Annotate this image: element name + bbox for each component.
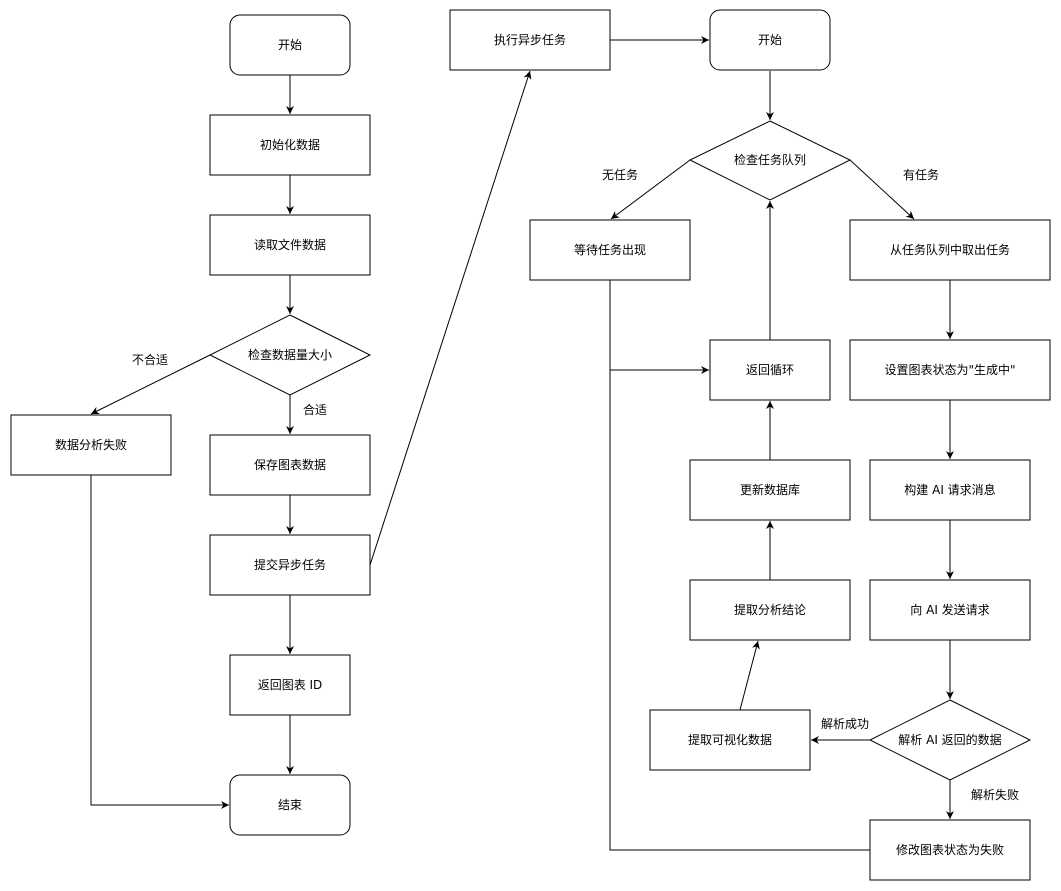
label-parse-fail: 解析失败 [971,787,1019,802]
node-take-task[interactable]: 从任务队列中取出任务 [849,219,1051,281]
node-build-msg[interactable]: 构建 AI 请求消息 [869,459,1031,521]
edge-labels: 不合适 合适 无任务 有任务 解析成功 解析失败 [132,167,1019,802]
node-return-id-label: 返回图表 ID [258,678,323,692]
edge-visual-conclusion [739,640,760,711]
node-check-queue[interactable]: 检查任务队列 [688,120,852,201]
node-submit-async[interactable]: 提交异步任务 [209,534,371,596]
edges [90,36,954,851]
label-fit: 合适 [303,402,327,417]
node-check-size-label: 检查数据量大小 [248,347,332,362]
node-build-msg-label: 构建 AI 请求消息 [904,482,995,497]
node-extract-conclusion-label: 提取分析结论 [734,602,806,617]
node-parse-ai-label: 解析 AI 返回的数据 [898,732,1001,747]
node-save-chart-label: 保存图表数据 [254,457,326,472]
node-check-queue-label: 检查任务队列 [734,152,806,167]
edge-check-fail [90,354,211,415]
node-exec-async-label: 执行异步任务 [494,32,566,47]
node-analysis-fail-label: 数据分析失败 [55,437,127,452]
node-return-loop[interactable]: 返回循环 [709,339,831,401]
node-return-id[interactable]: 返回图表 ID [229,654,351,716]
node-read-file[interactable]: 读取文件数据 [209,214,371,276]
node-set-fail[interactable]: 修改图表状态为失败 [869,819,1031,881]
node-init-data-label: 初始化数据 [260,137,320,152]
node-end-label: 结束 [278,798,302,812]
label-parse-ok: 解析成功 [821,717,869,731]
node-init-data[interactable]: 初始化数据 [209,114,371,176]
node-end[interactable]: 结束 [229,774,351,836]
edge-fail-end [90,475,229,809]
node-start-left-label: 开始 [278,38,302,52]
edge-failstatus-wait [609,280,870,851]
node-set-status-label: 设置图表状态为"生成中" [884,362,1015,377]
node-extract-conclusion[interactable]: 提取分析结论 [689,579,851,641]
node-submit-async-label: 提交异步任务 [254,557,326,572]
node-take-task-label: 从任务队列中取出任务 [890,242,1010,257]
nodes: 开始 初始化数据 读取文件数据 检查数据量大小 数据分析失败 保存图表数据 提交… [10,9,1051,881]
node-check-size[interactable]: 检查数据量大小 [208,314,372,396]
node-start-right-label: 开始 [758,33,782,47]
label-no-task: 无任务 [602,167,638,182]
edge-check-take [849,159,915,220]
node-read-file-label: 读取文件数据 [254,237,326,252]
node-exec-async[interactable]: 执行异步任务 [449,9,611,71]
node-set-status[interactable]: 设置图表状态为"生成中" [849,339,1051,401]
node-set-fail-label: 修改图表状态为失败 [896,842,1004,857]
node-analysis-fail[interactable]: 数据分析失败 [10,414,172,476]
node-return-loop-label: 返回循环 [746,363,794,377]
node-send-ai-label: 向 AI 发送请求 [910,602,989,617]
node-wait-task-label: 等待任务出现 [574,242,646,257]
node-extract-visual-label: 提取可视化数据 [688,732,772,747]
node-parse-ai[interactable]: 解析 AI 返回的数据 [868,699,1032,781]
node-start-right[interactable]: 开始 [709,9,831,71]
label-not-fit: 不合适 [132,352,168,367]
label-has-task: 有任务 [903,167,939,182]
edge-submit-exec [369,70,532,566]
node-save-chart[interactable]: 保存图表数据 [209,434,371,496]
node-wait-task[interactable]: 等待任务出现 [529,219,691,281]
node-send-ai[interactable]: 向 AI 发送请求 [869,579,1031,641]
node-start-left[interactable]: 开始 [229,14,351,76]
node-extract-visual[interactable]: 提取可视化数据 [649,709,811,771]
node-update-db-label: 更新数据库 [740,482,800,497]
edge-check-wait [610,159,691,220]
node-update-db[interactable]: 更新数据库 [689,459,851,521]
